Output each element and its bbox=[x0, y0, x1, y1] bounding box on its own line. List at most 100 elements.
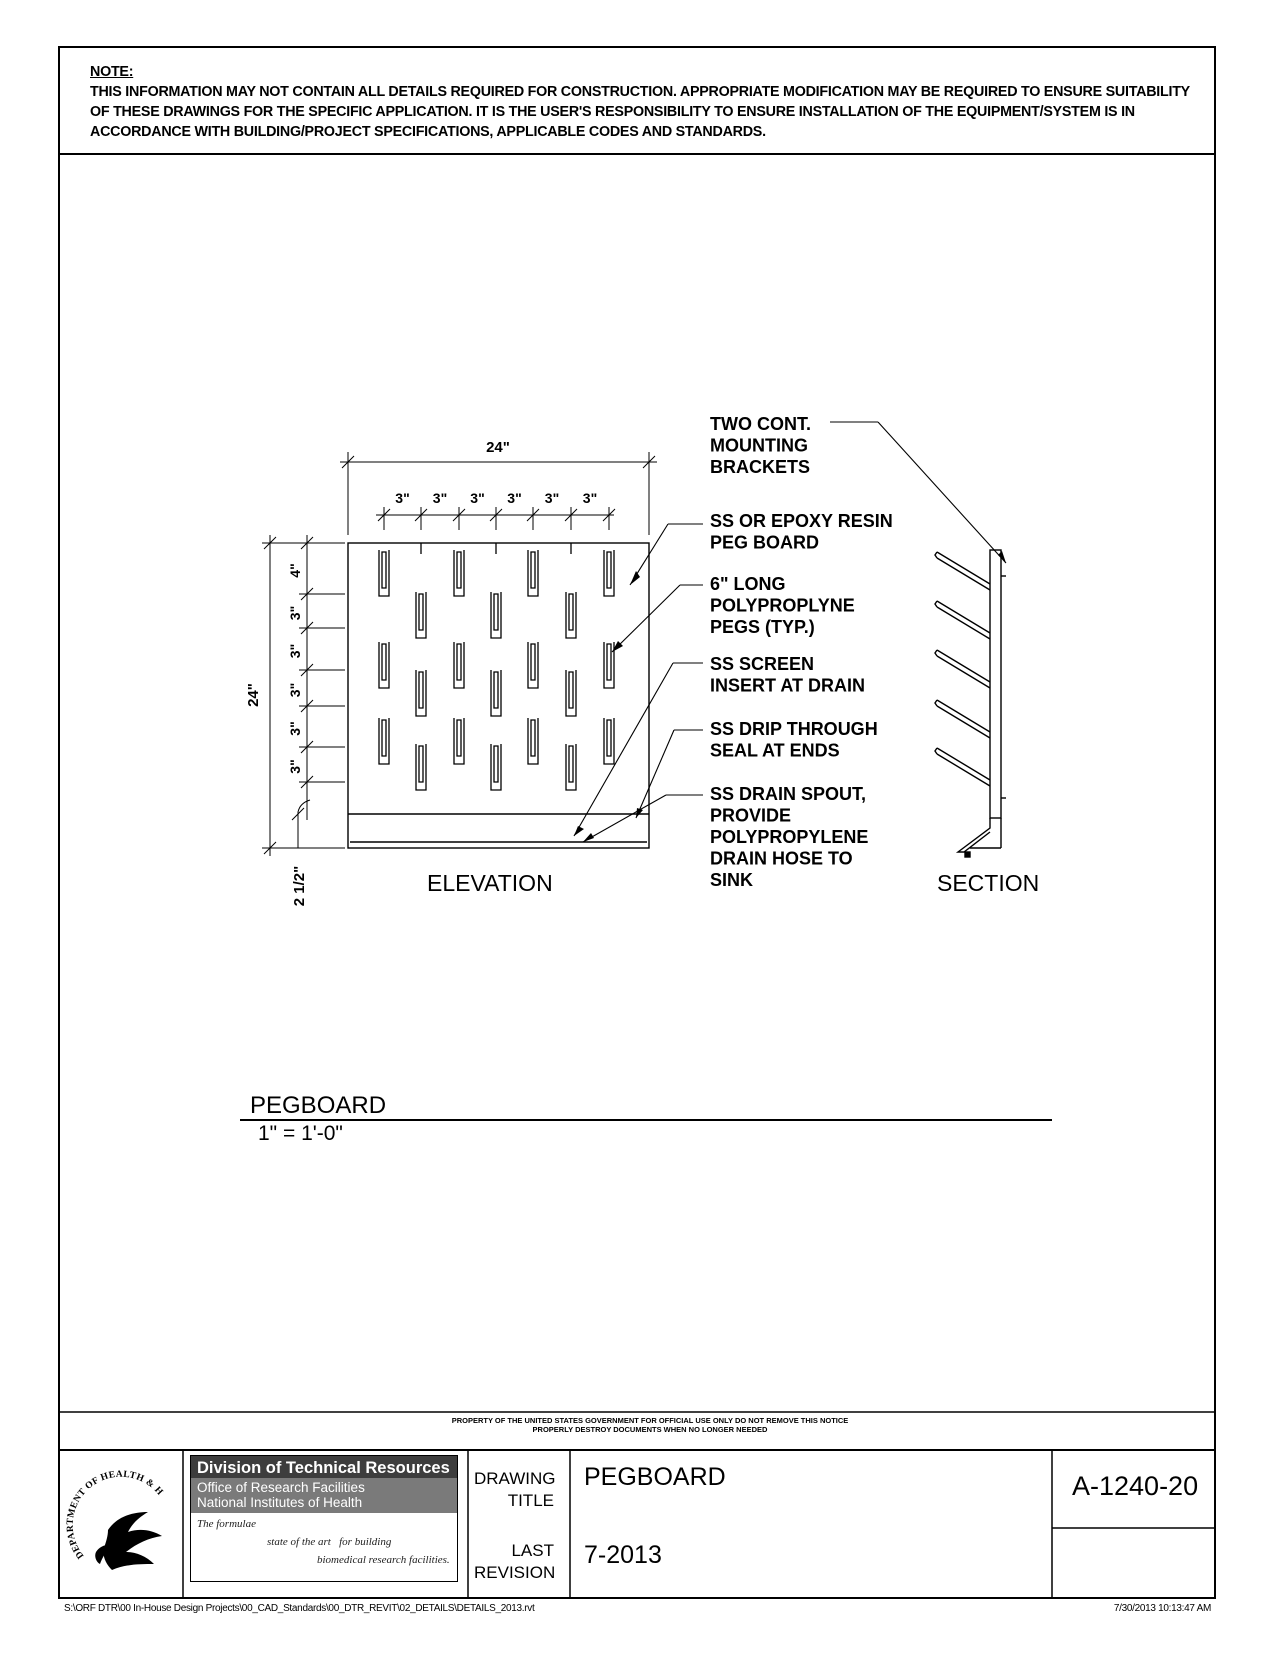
section-peg bbox=[936, 649, 991, 689]
peg bbox=[415, 670, 427, 717]
pegboard-outline bbox=[347, 542, 650, 849]
peg bbox=[565, 670, 577, 717]
peg-spacing-label: 3" bbox=[545, 490, 559, 506]
peg-spacing-label: 3" bbox=[583, 490, 597, 506]
plot-timestamp: 7/30/2013 10:13:47 AM bbox=[1113, 1603, 1211, 1614]
row-spacing-ticks bbox=[299, 536, 345, 789]
last-revision-label-line1: LAST bbox=[511, 1541, 554, 1560]
drawing-title-label-line2: TITLE bbox=[507, 1491, 554, 1510]
section-peg bbox=[936, 551, 991, 591]
section-peg-tip bbox=[934, 551, 938, 559]
section-peg bbox=[936, 699, 991, 739]
drain-height-label: 2 1/2" bbox=[291, 866, 308, 906]
peg bbox=[490, 670, 502, 717]
detail-scale: 1" = 1'-0" bbox=[258, 1122, 343, 1145]
dtr-tagline3: state of the art bbox=[267, 1536, 331, 1548]
section-view bbox=[955, 549, 1006, 858]
dtr-tagline: The formulae state of the art for buildi… bbox=[191, 1513, 457, 1571]
property-notice: PROPERTY OF THE UNITED STATES GOVERNMENT… bbox=[300, 1416, 1000, 1434]
title-block-lines bbox=[60, 1411, 1214, 1597]
drain-height-leader bbox=[291, 799, 311, 848]
dtr-org-sub: Office of Research Facilities National I… bbox=[191, 1478, 457, 1513]
note-underline bbox=[60, 153, 1214, 155]
dtr-tagline2: for building bbox=[339, 1536, 392, 1548]
overall-height-label: 24" bbox=[245, 683, 262, 707]
row-spacing-labels: 4" 3" 3" 3" 3" 3" bbox=[287, 563, 303, 773]
note-title: NOTE: bbox=[90, 64, 134, 80]
section-view-title: SECTION bbox=[937, 870, 1040, 896]
row-spacing-label: 4" bbox=[287, 563, 303, 577]
section-pegs bbox=[934, 551, 991, 787]
general-note: NOTE: THIS INFORMATION MAY NOT CONTAIN A… bbox=[90, 62, 1210, 142]
peg bbox=[378, 718, 390, 765]
peg bbox=[490, 592, 502, 639]
property-notice-line2: PROPERLY DESTROY DOCUMENTS WHEN NO LONGE… bbox=[532, 1425, 768, 1434]
peg bbox=[415, 744, 427, 791]
dtr-tagline4: biomedical research facilities. bbox=[317, 1554, 450, 1566]
drawing-number: A-1240-20 bbox=[1072, 1471, 1199, 1501]
row-spacing-label: 3" bbox=[287, 721, 303, 735]
last-revision-value: 7-2013 bbox=[584, 1541, 662, 1569]
elevation-view-title: ELEVATION bbox=[427, 870, 553, 896]
drawing-sheet-border bbox=[58, 46, 1216, 1599]
hhs-seal-logo: DEPARTMENT OF HEALTH & HUMAN SERVICES · … bbox=[66, 1460, 164, 1570]
peg bbox=[490, 744, 502, 791]
row-spacing-label: 3" bbox=[287, 644, 303, 658]
section-peg-tip bbox=[934, 699, 938, 707]
peg bbox=[453, 718, 465, 765]
peg bbox=[603, 718, 615, 765]
dtr-org-sub2: National Institutes of Health bbox=[197, 1495, 363, 1510]
section-peg-tip bbox=[934, 747, 938, 755]
peg bbox=[603, 642, 615, 689]
peg-spacing-label: 3" bbox=[470, 490, 484, 506]
row-spacing-label: 3" bbox=[287, 759, 303, 773]
row-spacing-label: 3" bbox=[287, 683, 303, 697]
drawing-title-label-line1: DRAWING bbox=[474, 1469, 556, 1488]
peg bbox=[378, 550, 390, 597]
section-peg-tip bbox=[934, 600, 938, 608]
section-peg bbox=[936, 600, 991, 640]
dtr-org-name: Division of Technical Resources bbox=[191, 1456, 457, 1478]
peg bbox=[415, 592, 427, 639]
peg bbox=[453, 642, 465, 689]
dtr-tagline1: The formulae bbox=[197, 1518, 256, 1530]
peg bbox=[527, 642, 539, 689]
detail-title: PEGBOARD bbox=[250, 1092, 387, 1119]
peg-spacing-labels: 3"3"3"3"3"3" bbox=[395, 490, 597, 506]
row-spacing-label: 3" bbox=[287, 606, 303, 620]
peg-spacing-label: 3" bbox=[395, 490, 409, 506]
eagle-icon bbox=[95, 1512, 162, 1570]
peg bbox=[527, 550, 539, 597]
left-dimensions bbox=[262, 535, 345, 856]
section-peg bbox=[936, 747, 991, 787]
peg bbox=[378, 642, 390, 689]
callout-arrowheads bbox=[574, 551, 1006, 842]
dtr-org-sub1: Office of Research Facilities bbox=[197, 1480, 365, 1495]
note-text: THIS INFORMATION MAY NOT CONTAIN ALL DET… bbox=[90, 84, 1190, 140]
callout-leaders bbox=[573, 421, 1007, 843]
peg bbox=[453, 550, 465, 597]
peg-spacing-ticks bbox=[377, 507, 616, 530]
peg-spacing-label: 3" bbox=[507, 490, 521, 506]
drawing-title-value: PEGBOARD bbox=[584, 1463, 726, 1491]
section-peg-tip bbox=[934, 649, 938, 657]
last-revision-label: LAST REVISION bbox=[474, 1540, 556, 1584]
peg bbox=[527, 718, 539, 765]
last-revision-label-line2: REVISION bbox=[474, 1563, 556, 1582]
dtr-logo-block: Division of Technical Resources Office o… bbox=[190, 1455, 458, 1582]
peg-array bbox=[378, 543, 615, 791]
peg bbox=[565, 744, 577, 791]
top-dimensions bbox=[340, 452, 657, 535]
peg bbox=[565, 592, 577, 639]
overall-width-label: 24" bbox=[486, 439, 510, 456]
peg bbox=[603, 550, 615, 597]
property-notice-line1: PROPERTY OF THE UNITED STATES GOVERNMENT… bbox=[451, 1416, 849, 1425]
